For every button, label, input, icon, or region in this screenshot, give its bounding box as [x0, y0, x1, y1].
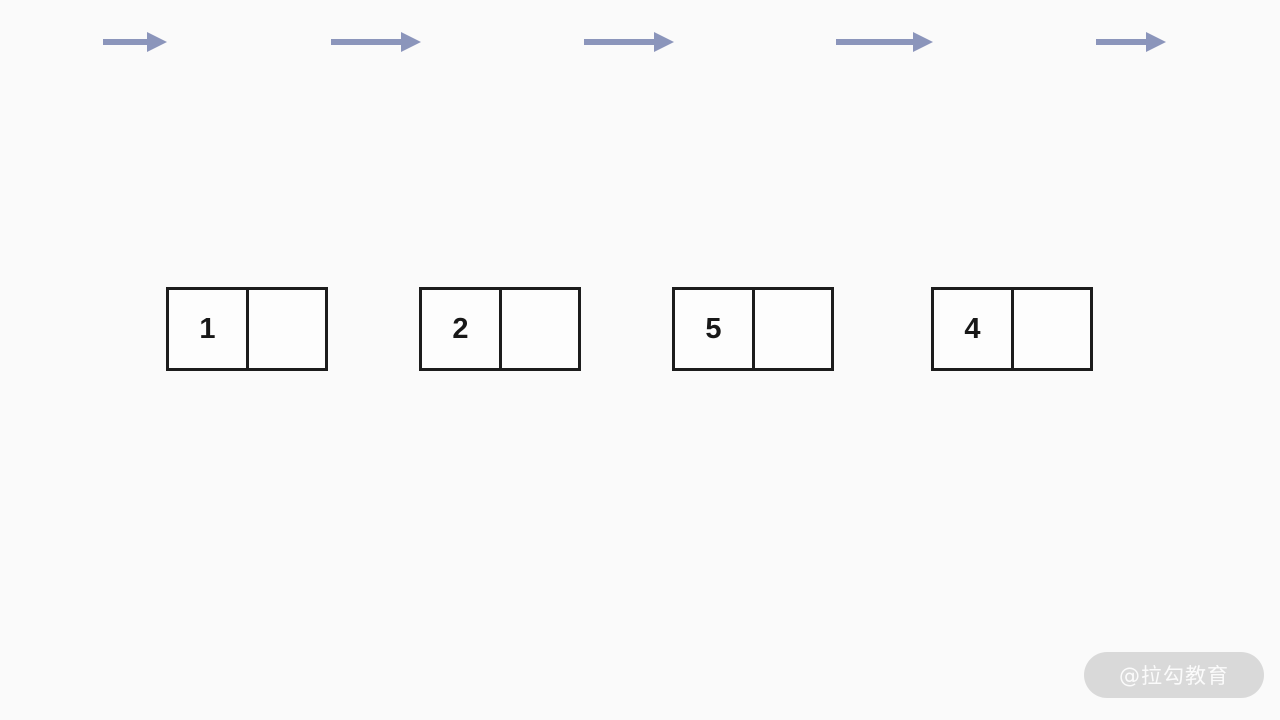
tail-arrow	[1096, 30, 1166, 54]
head-arrow	[103, 30, 167, 54]
list-node-4-value: 4	[934, 290, 1014, 368]
arrow-node2-to-node3	[584, 30, 674, 54]
linked-list-row: 1 2 5 4	[0, 287, 1280, 371]
list-node-4[interactable]: 4	[931, 287, 1093, 371]
list-node-1-next-pointer-cell	[249, 290, 325, 368]
watermark-badge: @拉勾教育	[1084, 652, 1264, 698]
arrow-node3-to-node4	[836, 30, 933, 54]
list-node-2-value: 2	[422, 290, 502, 368]
list-node-1[interactable]: 1	[166, 287, 328, 371]
list-node-1-value: 1	[169, 290, 249, 368]
list-node-3[interactable]: 5	[672, 287, 834, 371]
list-node-2[interactable]: 2	[419, 287, 581, 371]
list-node-2-next-pointer-cell	[502, 290, 578, 368]
arrow-node1-to-node2	[331, 30, 421, 54]
watermark-label: @拉勾教育	[1119, 664, 1229, 688]
list-node-4-next-pointer-cell	[1014, 290, 1090, 368]
list-node-3-value: 5	[675, 290, 755, 368]
list-node-3-next-pointer-cell	[755, 290, 831, 368]
